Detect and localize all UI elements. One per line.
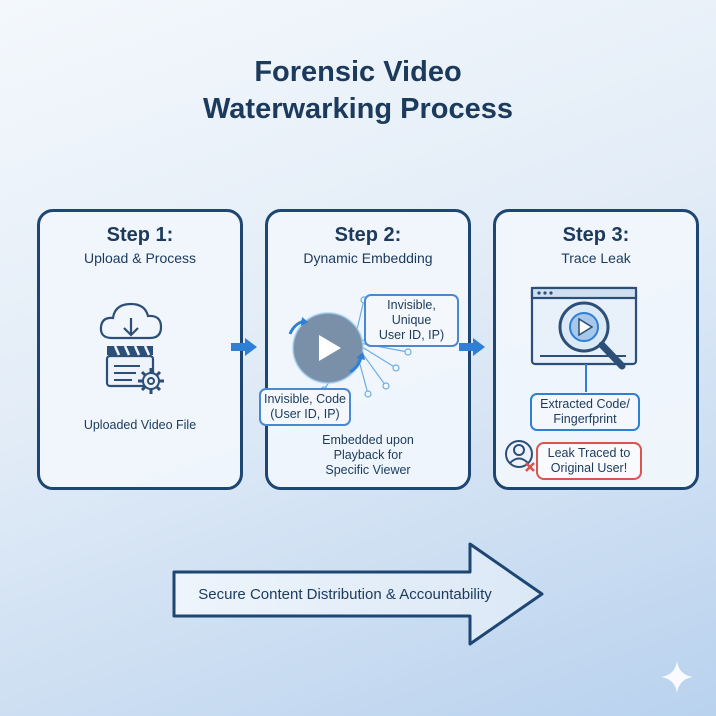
extracted-line-2: Fingerfprint [553,412,617,426]
step-3-heading: Step 3: [562,224,630,246]
gear-icon [138,368,164,394]
step-2-heading: Step 2: [334,224,402,246]
cloud-upload-icon [99,302,163,340]
embedded-id-label-top: Invisible, Unique User ID, IP) [364,294,459,347]
browser-window-icon [530,286,638,392]
label-left-line-1: Invisible, Code [264,392,346,406]
arrow-right-icon [231,338,257,356]
step-2-card: Step 2: Dynamic Embedding Invisible, Uni… [259,209,471,490]
arrow-right-icon [459,338,485,356]
banner-text: Secure Content Distribution & Accountabi… [198,586,492,603]
label-top-line-1: Invisible, Unique [387,298,436,327]
page-title: Forensic Video Waterwarking Process [0,54,716,128]
user-icon [505,440,535,472]
title-line-1: Forensic Video [254,56,462,88]
embedding-illustration [288,296,412,398]
leak-line-2: Original User! [550,461,628,475]
step-2-note: Embedded upon Playback for Specific View… [268,433,468,478]
leak-line-1: Leak Traced to [547,446,631,460]
step-2-note-line-3: Specific Viewer [325,463,411,477]
banner-arrow [172,542,544,646]
title-line-2: Waterwarking Process [203,93,513,125]
step-2-subtitle: Dynamic Embedding [303,250,433,266]
step-3-subtitle: Trace Leak [561,250,631,266]
extracted-code-label: Extracted Code/ Fingerfprint [530,393,640,431]
extracted-line-1: Extracted Code/ [540,397,630,411]
label-top-line-2: User ID, IP) [378,328,445,342]
step-1-subtitle: Upload & Process [83,250,197,266]
step-1-card: Step 1: Upload & Process Uploaded Video … [37,209,243,490]
step-1-note: Uploaded Video File [83,418,197,432]
x-mark-icon [525,462,535,472]
leak-traced-alert: Leak Traced to Original User! [536,442,642,480]
embedded-id-label-left: Invisible, Code (User ID, IP) [259,388,351,426]
clapperboard-icon [105,345,155,388]
label-left-line-2: (User ID, IP) [270,407,340,421]
step-1-heading: Step 1: [106,224,174,246]
step-3-card: Step 3: Trace Leak Extracted Code/ Finge… [493,209,699,490]
step-2-note-line-2: Playback for [333,448,403,462]
step-2-note-line-1: Embedded upon [322,433,414,447]
sparkle-icon [661,661,693,693]
